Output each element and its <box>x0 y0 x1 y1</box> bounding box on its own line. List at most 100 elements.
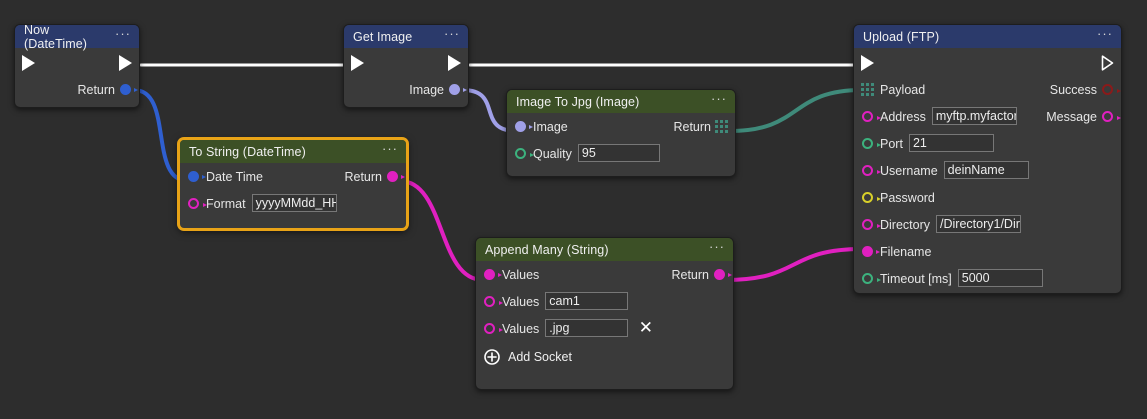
node-title: Upload (FTP) <box>863 29 940 44</box>
node-menu-icon[interactable]: ··· <box>115 25 131 41</box>
exec-out-icon[interactable] <box>119 55 132 71</box>
value-input-quality[interactable]: 95 <box>577 144 660 162</box>
socket-in-values[interactable] <box>484 323 503 334</box>
exec-in-icon[interactable] <box>22 55 35 71</box>
node-title: Append Many (String) <box>485 242 609 257</box>
socket-in-username[interactable] <box>862 165 881 176</box>
socket-in-values[interactable] <box>484 269 502 280</box>
socket-row: Values.jpg✕ <box>476 315 733 342</box>
socket-label: Username <box>880 163 938 178</box>
socket-label: Image <box>533 119 568 134</box>
node-header-append-many[interactable]: Append Many (String) ··· <box>476 238 733 261</box>
value-input-port[interactable]: 21 <box>908 134 994 152</box>
socket-row: Username deinName <box>854 157 1121 184</box>
value-input-timeout-ms-[interactable]: 5000 <box>957 269 1043 287</box>
exec-out-icon[interactable] <box>1101 55 1114 71</box>
socket-out-return[interactable] <box>120 84 138 95</box>
node-title: Now (DateTime) <box>24 24 88 51</box>
remove-socket-button[interactable]: ✕ <box>638 318 653 337</box>
wire-tostring-return-to-append-values[interactable] <box>398 179 485 282</box>
socket-row: Image <box>344 76 468 103</box>
value-input-address[interactable]: myftp.myfactor <box>931 107 1017 125</box>
socket-label-out: Return <box>673 119 711 134</box>
node-menu-icon[interactable]: ··· <box>444 25 460 41</box>
socket-in-payload[interactable] <box>861 83 874 96</box>
exec-row <box>344 48 468 76</box>
socket-label: Timeout [ms] <box>880 271 952 286</box>
socket-row: Filename <box>854 238 1121 265</box>
plus-circle-icon[interactable] <box>484 349 500 365</box>
exec-row <box>15 48 139 76</box>
socket-in-quality[interactable] <box>515 148 534 159</box>
socket-label: Payload <box>880 82 926 97</box>
node-header-upload-ftp[interactable]: Upload (FTP) ··· <box>854 25 1121 48</box>
node-header-to-string[interactable]: To String (DateTime)··· <box>180 140 406 163</box>
node-get-image[interactable]: Get Image ··· Image <box>343 24 469 108</box>
exec-row <box>854 48 1121 76</box>
socket-out-return[interactable] <box>387 171 405 182</box>
socket-label: Directory <box>880 217 931 232</box>
value-input-username[interactable]: deinName <box>943 161 1029 179</box>
node-header-get-image[interactable]: Get Image ··· <box>344 25 468 48</box>
socket-out-image[interactable] <box>449 84 467 95</box>
node-menu-icon[interactable]: ··· <box>711 90 727 106</box>
value-input-values[interactable]: cam1 <box>545 292 629 310</box>
node-title: Get Image <box>353 29 413 44</box>
node-now[interactable]: Now (DateTime) ··· Return <box>14 24 140 108</box>
exec-in-icon[interactable] <box>351 55 364 71</box>
socket-label-out: Return <box>77 82 115 97</box>
add-socket-row[interactable]: Add Socket <box>476 342 733 372</box>
socket-row: Address myftp.myfactor Message <box>854 103 1121 130</box>
socket-in-password[interactable] <box>862 192 881 203</box>
socket-label-out: Return <box>671 267 709 282</box>
node-header-image-to-jpg[interactable]: Image To Jpg (Image) ··· <box>507 90 735 113</box>
socket-out-message[interactable] <box>1102 111 1121 122</box>
value-input-values[interactable]: .jpg <box>545 319 629 337</box>
socket-in-filename[interactable] <box>862 246 880 257</box>
socket-row: Values cam1 <box>476 288 733 315</box>
exec-out-icon[interactable] <box>448 55 461 71</box>
wire-jpg-return-to-upload-payload[interactable] <box>728 88 864 133</box>
socket-in-timeout-ms-[interactable] <box>862 273 881 284</box>
node-title: Image To Jpg (Image) <box>516 94 640 109</box>
socket-in-values[interactable] <box>484 296 503 307</box>
socket-in-port[interactable] <box>862 138 881 149</box>
socket-in-image[interactable] <box>515 121 533 132</box>
node-header-now[interactable]: Now (DateTime) ··· <box>15 24 139 51</box>
socket-row: Payload Success <box>854 76 1121 103</box>
socket-label: Address <box>880 109 926 124</box>
socket-in-address[interactable] <box>862 111 881 122</box>
value-input-directory[interactable]: /Directory1/Dir <box>936 215 1022 233</box>
socket-label-out: Image <box>409 82 444 97</box>
socket-out-return[interactable] <box>715 120 728 133</box>
socket-label-out: Message <box>1046 109 1097 124</box>
exec-in-icon[interactable] <box>861 55 874 71</box>
socket-out-return[interactable] <box>714 269 732 280</box>
node-menu-icon[interactable]: ··· <box>1097 25 1113 41</box>
wire-append-return-to-upload-filename[interactable] <box>724 247 864 282</box>
socket-label: Date Time <box>206 169 263 184</box>
socket-in-format[interactable] <box>188 198 207 209</box>
socket-label: Password <box>880 190 935 205</box>
node-menu-icon[interactable]: ··· <box>382 140 398 156</box>
socket-in-directory[interactable] <box>862 219 881 230</box>
socket-in-date-time[interactable] <box>188 171 206 182</box>
socket-row: Image Return <box>507 113 735 140</box>
socket-label-out: Success <box>1049 82 1097 97</box>
socket-out-success[interactable] <box>1102 84 1121 95</box>
socket-row: Timeout [ms] 5000 <box>854 265 1121 292</box>
socket-label: Values <box>502 294 540 309</box>
node-menu-icon[interactable]: ··· <box>709 238 725 254</box>
value-input-format[interactable]: yyyyMMdd_HH <box>251 194 337 212</box>
